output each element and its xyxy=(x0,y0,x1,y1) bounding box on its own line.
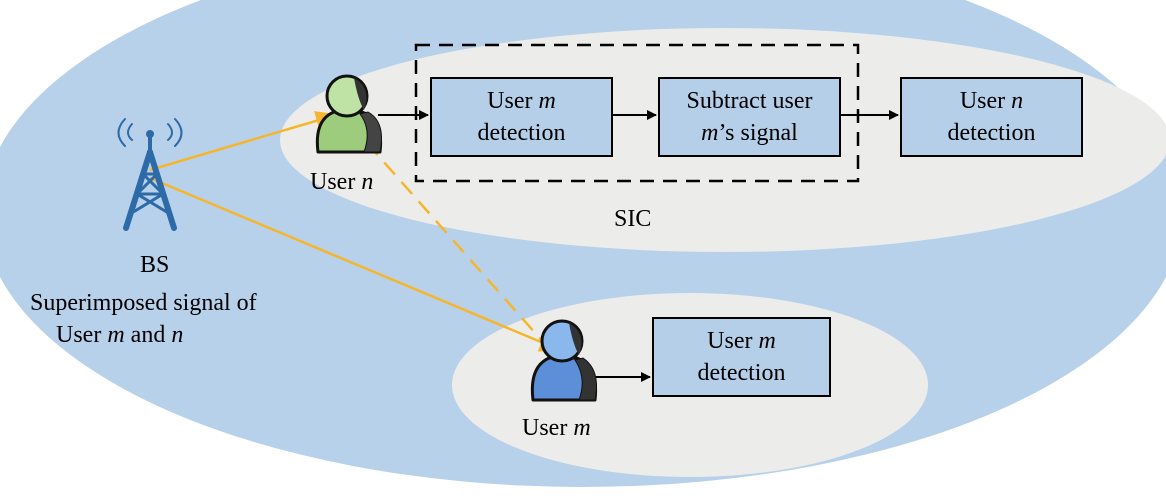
superimposed-label-line2: User m and n xyxy=(56,322,184,348)
superimposed-label-line1: Superimposed signal of xyxy=(30,290,257,316)
bs-label: BS xyxy=(140,252,170,278)
user-n-detection-block: User n detection xyxy=(900,77,1083,157)
user-n-person-icon xyxy=(315,74,383,154)
user-m-label: User m xyxy=(522,415,591,441)
sic-label: SIC xyxy=(614,206,652,232)
user-m-detection-block: User m detection xyxy=(430,77,613,157)
interference-dashed-arrow xyxy=(366,142,553,353)
sic-dashed-box xyxy=(414,43,860,183)
subtract-user-m-signal-block: Subtract user m’s signal xyxy=(658,77,841,157)
user-n-label: User n xyxy=(310,169,374,195)
antenna-tower-icon xyxy=(117,118,183,231)
signal-arrow-bs-to-user-n xyxy=(149,111,338,172)
user-m-person-icon xyxy=(530,319,598,402)
signal-arrow-bs-to-user-m xyxy=(149,176,562,352)
user-m-detection-block-2: User m detection xyxy=(652,317,831,397)
